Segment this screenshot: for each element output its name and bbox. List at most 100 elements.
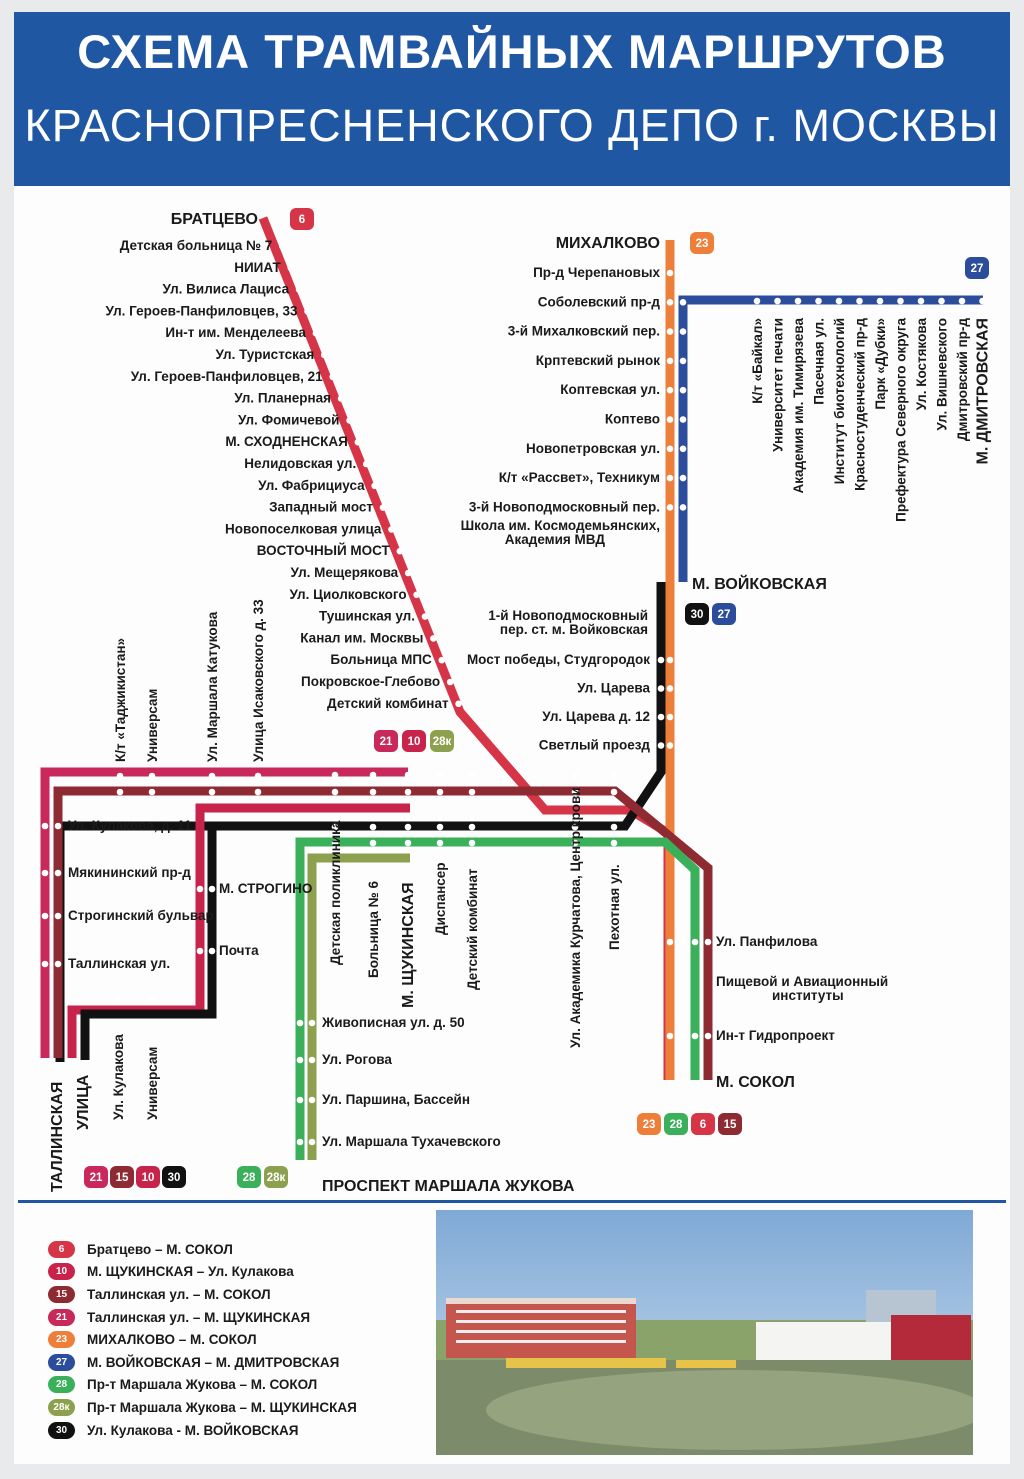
- stop-dot: [369, 788, 377, 796]
- stop-dot: [295, 286, 303, 293]
- depot-photo: [436, 1210, 973, 1455]
- badge-sokol: [664, 1113, 688, 1135]
- line6-stop-label: ВОСТОЧНЫЙ МОСТ: [257, 543, 391, 558]
- legend-text: Ул. Кулакова - М. ВОЙКОВСКАЯ: [87, 1422, 299, 1438]
- stop-dot: [312, 329, 320, 337]
- badge-sokol: [718, 1113, 742, 1135]
- line6-stop-label: Детская больница № 7: [120, 238, 273, 253]
- stop-dot: [468, 839, 476, 847]
- stop-dot: [413, 591, 420, 599]
- sokol-stop-label: Ин-т Гидропроект: [716, 1028, 835, 1043]
- stop-dot: [666, 416, 674, 423]
- badge-shchukinskaya: [402, 730, 426, 752]
- stop-dot: [666, 742, 674, 749]
- stop-dot: [296, 1019, 304, 1027]
- legend-badge: 6: [48, 1240, 75, 1258]
- line6-stop-label: Ул. Планерная: [234, 391, 331, 406]
- zhukov-stop-label: Ул. Рогова: [322, 1052, 392, 1067]
- route-badge-number: 28: [670, 1119, 683, 1131]
- stop-dot: [938, 297, 945, 305]
- stop-dot: [679, 299, 687, 306]
- page-title: СХЕМА ТРАМВАЙНЫХ МАРШРУТОВ: [77, 25, 947, 78]
- zhukov-stop-label: Живописная ул. д. 50: [321, 1015, 465, 1030]
- west-vertical-label: Улица Исаковского д. 33: [251, 599, 266, 762]
- legend-text: Пр-т Маршала Жукова – М. ЩУКИНСКАЯ: [87, 1399, 357, 1415]
- line6-stop-label: Ул. Мещерякова: [291, 565, 399, 580]
- route-badge-number: 10: [408, 736, 421, 748]
- legend-row: 30 Ул. Кулакова - М. ВОЙКОВСКАЯ: [48, 1419, 428, 1442]
- stop-dot: [308, 1019, 316, 1027]
- stop-dot: [571, 771, 579, 779]
- route-badge-number: 6: [700, 1119, 706, 1131]
- stop-dot: [430, 635, 437, 642]
- stop-dot: [657, 742, 665, 749]
- stop-dot: [897, 297, 904, 305]
- stop-dot: [54, 912, 62, 920]
- stop-dot: [296, 1056, 304, 1064]
- route-badge-number: 30: [168, 1172, 181, 1184]
- stop-dot: [571, 823, 579, 831]
- route-badge-number: 23: [643, 1119, 656, 1131]
- stop-dot: [666, 357, 674, 365]
- stop-dot: [41, 912, 49, 920]
- stop-dot: [296, 1096, 304, 1104]
- line6-stop-label: Детский комбинат: [327, 696, 449, 711]
- stop-dot: [148, 788, 156, 796]
- stop-dot: [436, 771, 444, 779]
- stop-dot: [396, 547, 404, 555]
- stop-dot: [54, 822, 62, 830]
- stop-dot: [679, 357, 687, 365]
- route-30-west: [80, 821, 620, 1060]
- stop-dot: [331, 823, 339, 831]
- legend-badge: 10: [48, 1263, 75, 1281]
- stop-dot: [54, 960, 62, 968]
- line27-stop-label: К/т «Байкал»: [750, 318, 765, 404]
- stop-dot: [794, 297, 802, 305]
- line30-stop-label: Ул. Царева: [577, 681, 650, 696]
- route-badge-number: 21: [90, 1172, 103, 1184]
- legend-badge: 28: [48, 1376, 75, 1394]
- stop-dot: [337, 395, 345, 402]
- legend-badge: 30: [48, 1421, 75, 1439]
- line27-stop-label: Пасечная ул.: [812, 318, 827, 405]
- stop-dot: [41, 869, 49, 877]
- stop-dot: [917, 297, 925, 305]
- line23-stop-label: Новопетровская ул.: [526, 441, 660, 456]
- route-badge-number: 30: [691, 609, 704, 621]
- stop-dot: [369, 771, 377, 779]
- west-stop-label: Почта: [219, 943, 259, 958]
- stop-dot: [208, 885, 216, 893]
- stop-dot: [679, 1032, 687, 1040]
- stop-dot: [679, 504, 687, 511]
- sokol-stop-label: Ул. Панфилова: [716, 934, 818, 949]
- stop-dot: [116, 772, 124, 780]
- legend-badge: 15: [48, 1285, 75, 1303]
- route-badge-number: 15: [116, 1172, 129, 1184]
- middle-vertical-label: Пехотная ул.: [607, 864, 622, 950]
- stop-dot: [254, 772, 262, 780]
- route-28-line: [295, 837, 700, 1160]
- line23-stop-label: Коптево: [605, 412, 660, 427]
- legend-text: МИХАЛКОВО – М. СОКОЛ: [87, 1332, 257, 1348]
- line23-stop-label: Пр-д Черепановых: [533, 265, 660, 280]
- route-badge-number: 27: [971, 263, 984, 275]
- stop-dot: [666, 269, 674, 277]
- stop-dot: [331, 771, 339, 779]
- stop-dot: [666, 299, 674, 306]
- stop-dot: [704, 938, 712, 946]
- stop-dot: [116, 788, 124, 796]
- line23-stop-label: Крптевский рынок: [536, 353, 661, 368]
- west-vertical-label: К/т «Таджикистан»: [113, 638, 128, 762]
- badge-voikovskaya: [712, 603, 736, 625]
- sokol-terminus: М. СОКОЛ: [716, 1074, 795, 1091]
- stop-dot: [369, 823, 377, 831]
- stop-dot: [774, 297, 781, 305]
- stop-dot: [296, 1138, 304, 1146]
- legend-text: М. ВОЙКОВСКАЯ – М. ДМИТРОВСКАЯ: [87, 1354, 340, 1370]
- stop-dot: [666, 656, 674, 664]
- stop-dot: [455, 700, 462, 708]
- stop-dot: [610, 839, 618, 847]
- line6-stop-label: Ин-т им. Менделеева: [165, 325, 306, 340]
